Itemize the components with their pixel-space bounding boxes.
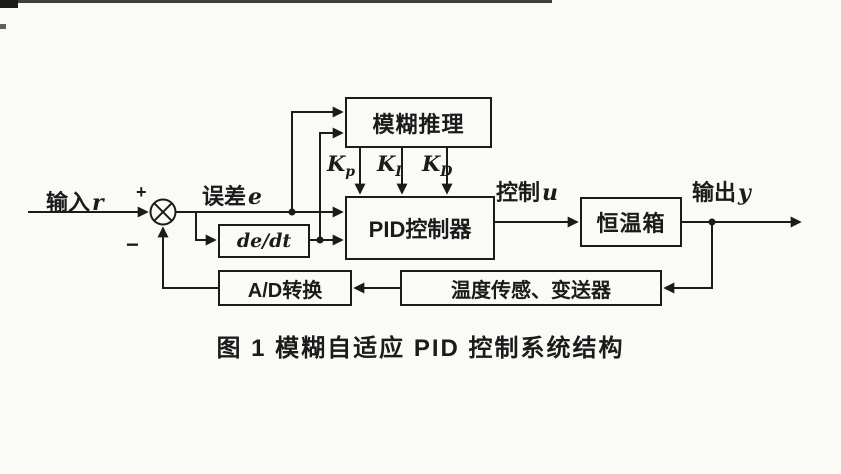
block-derivative-label: de/dt xyxy=(236,230,292,252)
error-to-derivative-line xyxy=(195,212,217,246)
block-ad-converter-label: A/D转换 xyxy=(247,279,323,302)
gain-kp-label: Kp xyxy=(327,151,355,180)
error-junction-dot xyxy=(288,208,296,216)
input-label-cn: 输入 xyxy=(46,190,91,215)
output-junction-dot xyxy=(708,218,716,226)
error-label-cn: 误差 xyxy=(202,184,247,209)
control-label-math: u xyxy=(542,180,559,206)
gain-kd-label: KD xyxy=(422,151,452,180)
output-to-sensor-line xyxy=(663,222,713,294)
gain-kp-sub: p xyxy=(345,164,356,180)
scan-artifact-top-line xyxy=(0,0,552,3)
input-signal-label: 输入r xyxy=(46,185,104,217)
gain-ki-label: KI xyxy=(377,151,402,180)
output-label-math: y xyxy=(738,180,751,206)
derivative-to-fuzzy-line xyxy=(319,127,344,240)
summing-junction-circle xyxy=(149,198,177,226)
output-label-cn: 输出 xyxy=(692,180,737,205)
figure-caption: 图 1 模糊自适应 PID 控制系统结构 xyxy=(216,335,625,362)
error-label-math: e xyxy=(248,184,263,210)
block-thermostat-plant: 恒温箱 xyxy=(580,197,682,247)
gain-kd-base: K xyxy=(422,151,441,176)
feedback-to-sum-line xyxy=(157,226,218,289)
derivative-junction-dot xyxy=(316,236,324,244)
scan-artifact-corner xyxy=(0,0,18,8)
minus-sign: − xyxy=(126,232,139,257)
block-fuzzy-inference-label: 模糊推理 xyxy=(372,111,465,137)
block-fuzzy-inference: 模糊推理 xyxy=(345,97,492,148)
control-label-cn: 控制 xyxy=(496,180,541,205)
output-signal-label: 输出y xyxy=(692,175,751,207)
input-label-math: r xyxy=(92,190,104,216)
error-to-fuzzy-line xyxy=(291,106,344,212)
control-signal-label: 控制u xyxy=(496,175,558,207)
gain-ki-base: K xyxy=(377,151,396,176)
block-pid-controller: PID控制器 xyxy=(345,196,495,260)
block-pid-controller-label: PID控制器 xyxy=(368,217,472,242)
block-temperature-sensor-label: 温度传感、变送器 xyxy=(451,279,611,302)
block-thermostat-plant-label: 恒温箱 xyxy=(596,211,666,236)
block-derivative: de/dt xyxy=(218,224,310,258)
error-signal-label: 误差e xyxy=(202,179,262,211)
block-ad-converter: A/D转换 xyxy=(218,270,352,306)
gain-kp-base: K xyxy=(327,151,346,176)
plus-sign: + xyxy=(136,182,147,202)
summing-junction-cross xyxy=(153,202,173,222)
gain-ki-sub: I xyxy=(395,164,402,180)
scan-artifact-left-mark xyxy=(0,24,6,29)
gain-kd-sub: D xyxy=(440,164,453,180)
block-temperature-sensor: 温度传感、变送器 xyxy=(400,270,662,306)
